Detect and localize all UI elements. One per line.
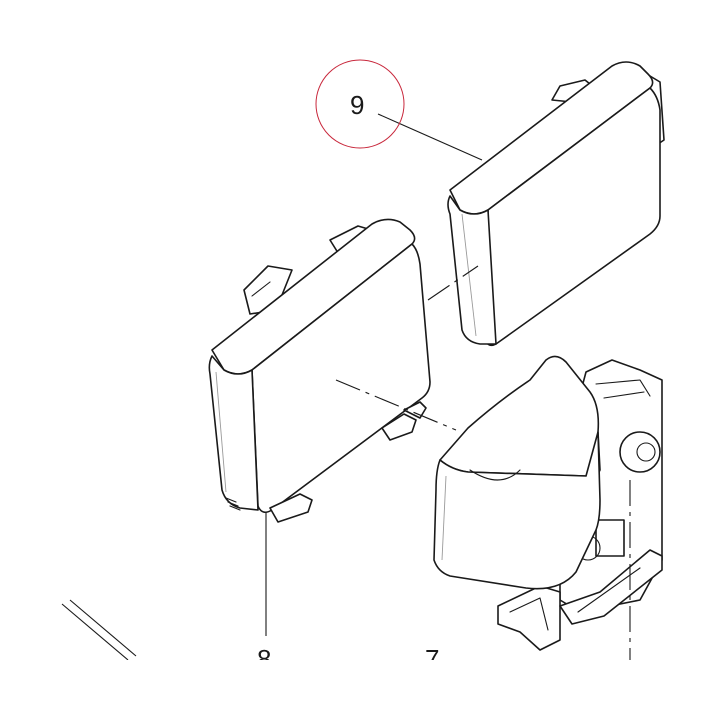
bottom-margin: [0, 660, 720, 720]
leader-lines: [265, 113, 483, 636]
assembly-axes: [335, 265, 631, 660]
part-9-block: [447, 61, 665, 347]
part-7-housing: [433, 355, 663, 651]
edge-lines: [61, 599, 137, 661]
part-8-block: [208, 218, 431, 523]
callout-9-label: 9: [350, 90, 364, 120]
callout-highlight-circle: [315, 59, 405, 149]
